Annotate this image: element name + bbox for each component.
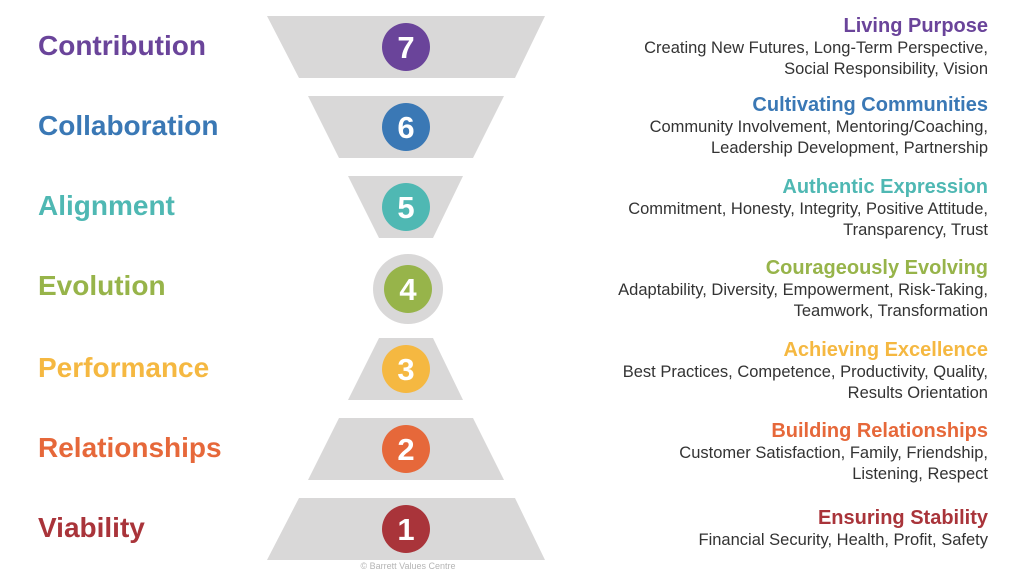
level-3-badge bbox=[382, 345, 430, 393]
level-7-name: Contribution bbox=[38, 30, 206, 61]
level-6-number: 6 bbox=[397, 110, 414, 145]
level-3-description: Best Practices, Competence, Productivity… bbox=[622, 363, 988, 381]
level-4-description: Adaptability, Diversity, Empowerment, Ri… bbox=[618, 281, 988, 299]
level-4-number: 4 bbox=[399, 272, 417, 307]
level-1-badge bbox=[382, 505, 430, 553]
level-7-description: Creating New Futures, Long-Term Perspect… bbox=[644, 39, 988, 57]
level-2-number: 2 bbox=[397, 432, 414, 467]
level-1-title: Ensuring Stability bbox=[817, 507, 988, 529]
level-2-name: Relationships bbox=[38, 432, 222, 463]
level-1-number: 1 bbox=[397, 512, 414, 547]
level-7-title: Living Purpose bbox=[843, 15, 988, 37]
level-6-badge bbox=[382, 103, 430, 151]
level-3-title: Achieving Excellence bbox=[783, 339, 988, 361]
level-5-title: Authentic Expression bbox=[782, 176, 988, 198]
level-5-description: Transparency, Trust bbox=[843, 221, 988, 239]
level-5-badge bbox=[382, 183, 430, 231]
level-4-description: Teamwork, Transformation bbox=[793, 302, 988, 320]
level-5-name: Alignment bbox=[38, 190, 175, 221]
level-6-name: Collaboration bbox=[38, 110, 219, 141]
level-4-name: Evolution bbox=[38, 270, 166, 301]
level-1-description: Financial Security, Health, Profit, Safe… bbox=[698, 531, 988, 549]
copyright: © Barrett Values Centre bbox=[360, 561, 456, 571]
level-2-description: Listening, Respect bbox=[852, 465, 988, 483]
level-3-name: Performance bbox=[38, 352, 210, 383]
level-7-badge bbox=[382, 23, 430, 71]
level-2-badge bbox=[382, 425, 430, 473]
level-1-name: Viability bbox=[38, 512, 145, 543]
level-6-description: Community Involvement, Mentoring/Coachin… bbox=[649, 118, 988, 136]
level-3-description: Results Orientation bbox=[847, 384, 988, 402]
level-7-description: Social Responsibility, Vision bbox=[784, 60, 988, 78]
level-7-number: 7 bbox=[397, 30, 414, 65]
level-2-title: Building Relationships bbox=[771, 420, 988, 442]
level-5-number: 5 bbox=[397, 190, 414, 225]
level-6-description: Leadership Development, Partnership bbox=[711, 139, 988, 157]
level-4-badge bbox=[384, 265, 432, 313]
level-5-description: Commitment, Honesty, Integrity, Positive… bbox=[628, 200, 988, 218]
level-6-title: Cultivating Communities bbox=[752, 94, 988, 116]
level-4-title: Courageously Evolving bbox=[765, 257, 988, 279]
level-2-description: Customer Satisfaction, Family, Friendshi… bbox=[679, 444, 988, 462]
level-3-number: 3 bbox=[397, 352, 414, 387]
